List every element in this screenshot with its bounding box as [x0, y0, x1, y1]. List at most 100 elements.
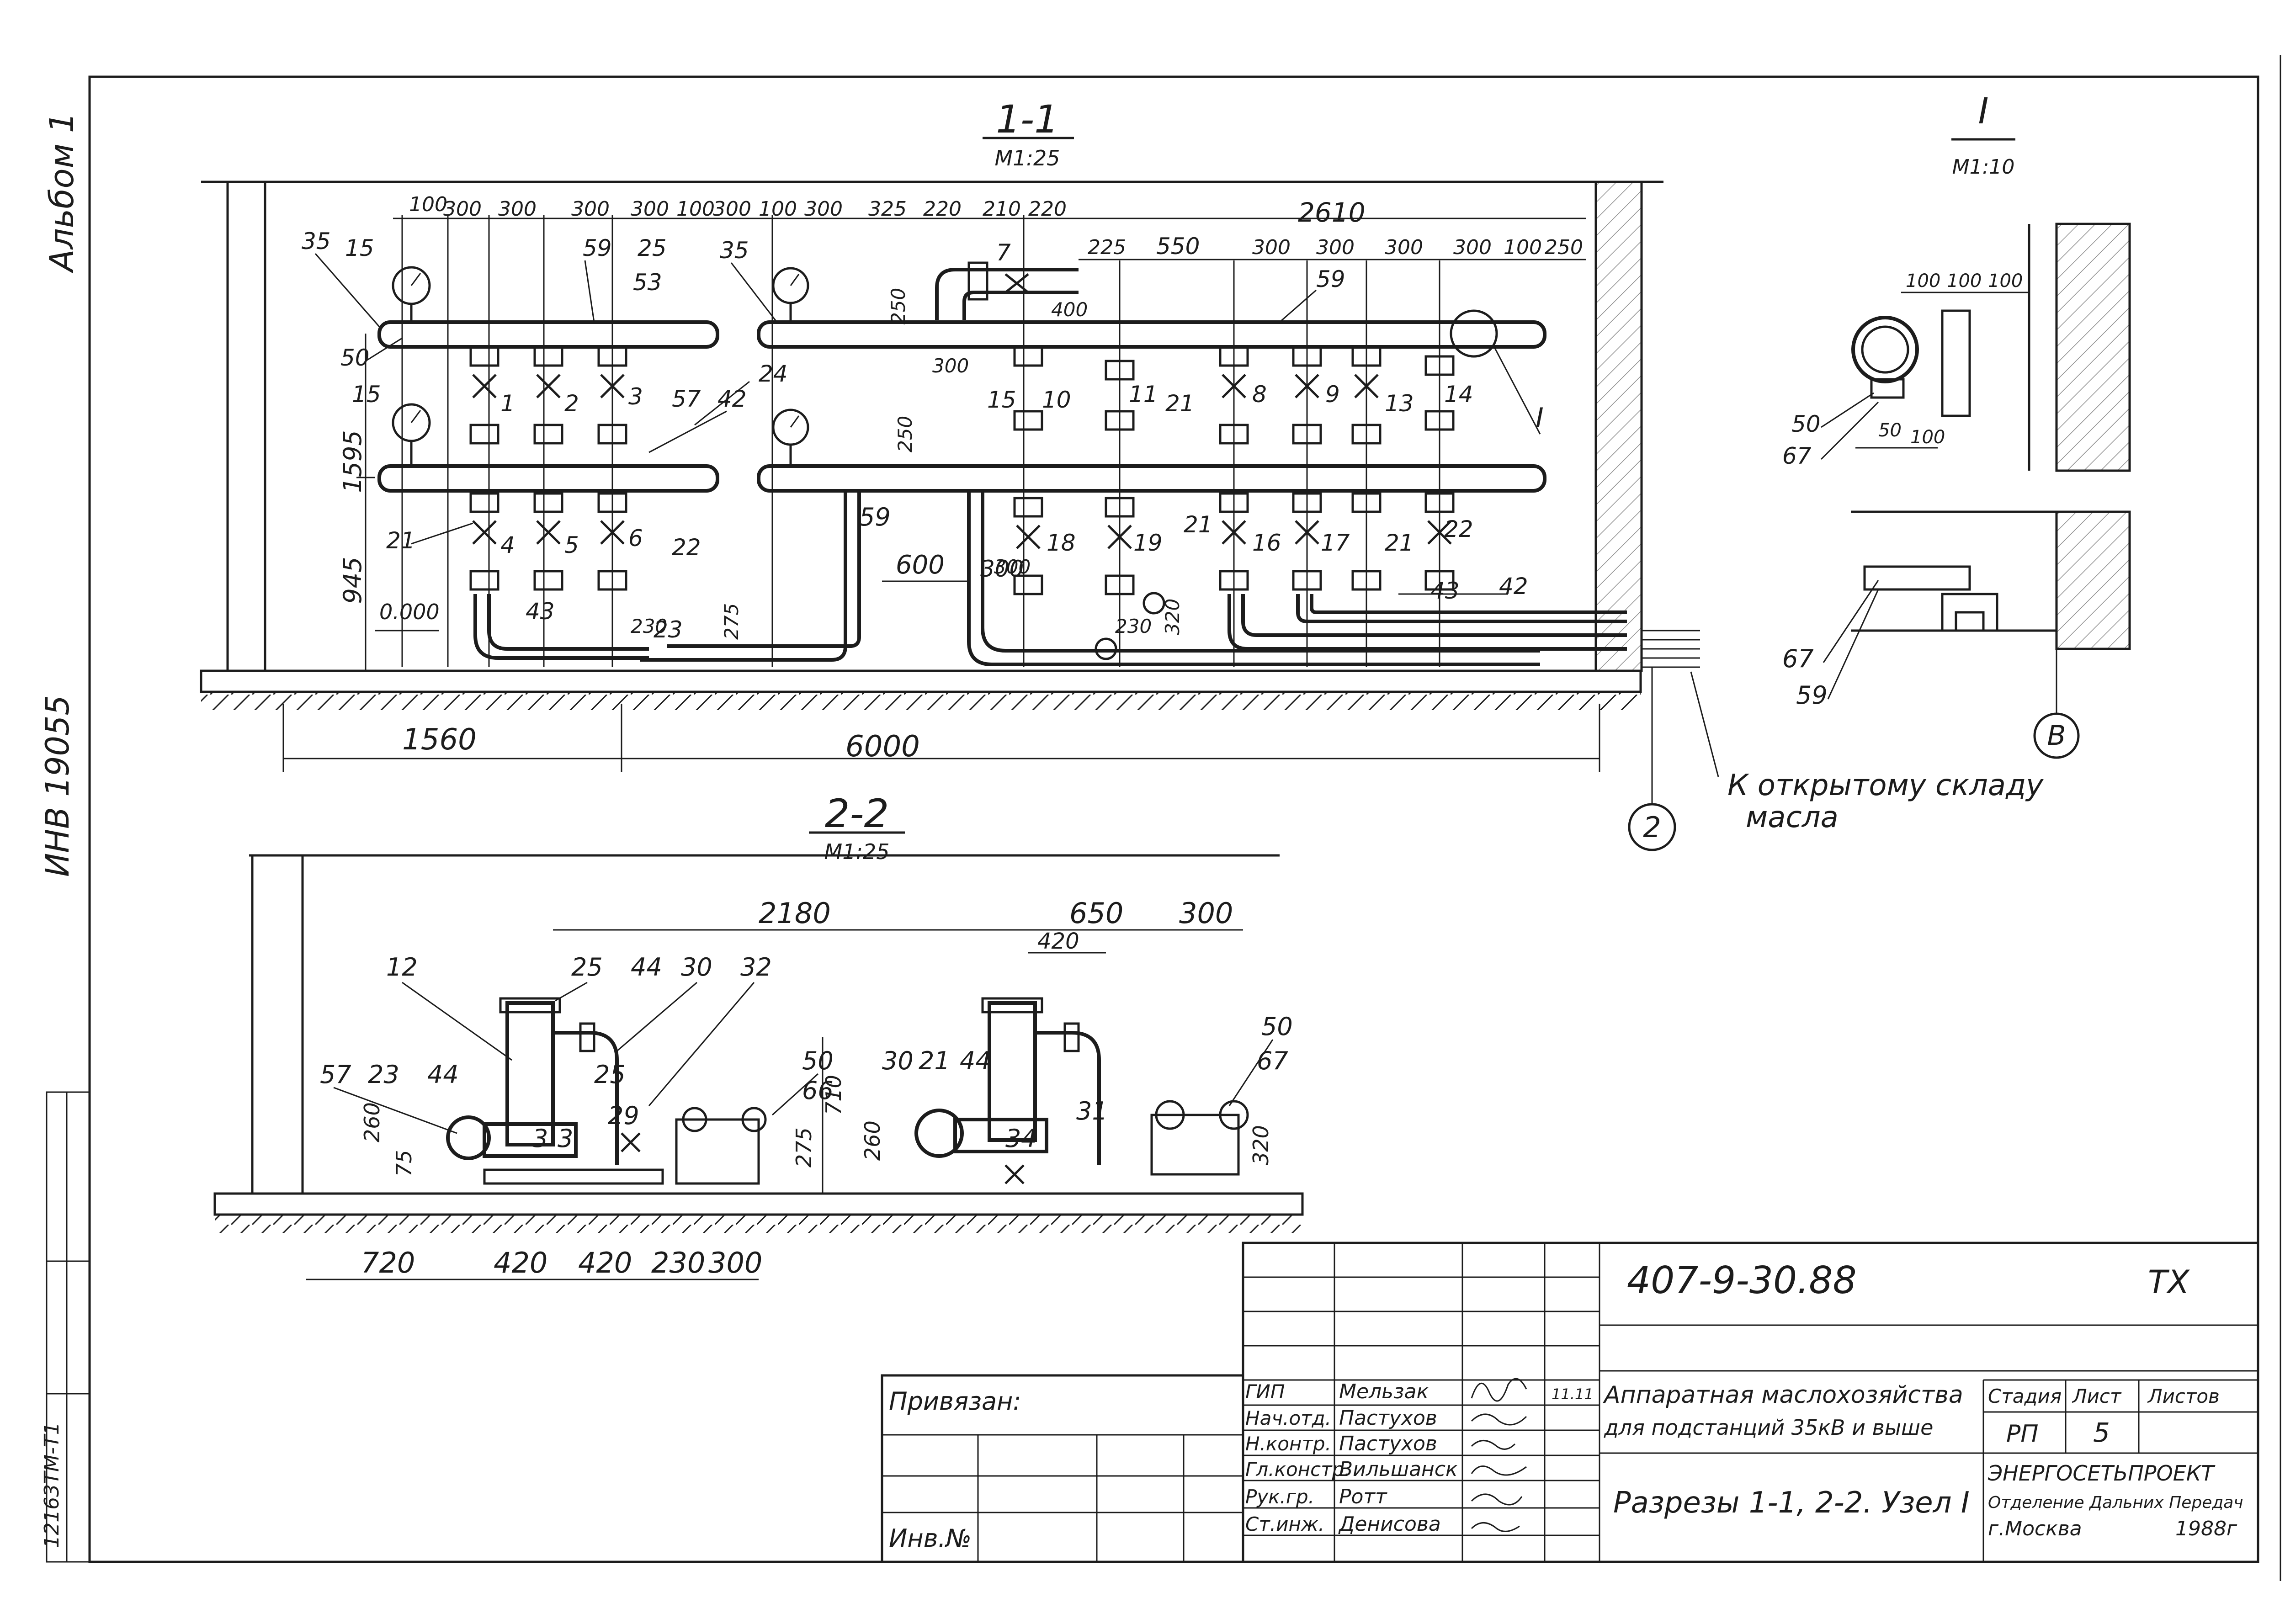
callout: 5	[564, 532, 579, 558]
bound-table-grid	[882, 1434, 1243, 1562]
callout: 15	[352, 381, 381, 408]
valve-flange	[533, 424, 563, 445]
flange	[579, 1022, 595, 1052]
dim: 300	[1179, 897, 1233, 930]
dim: 300	[443, 197, 482, 221]
callout: 25	[638, 235, 667, 261]
valve-flange	[469, 424, 500, 445]
note-line-2: масла	[1746, 801, 1839, 834]
callout: 35	[720, 237, 749, 264]
section-2-2-height-dims: 260 75 275 710 260 320	[360, 1075, 1273, 1177]
node-I: I М1:10 100 100 100 50 100 50 67 67 59	[1782, 91, 2131, 759]
name: Вильшанск	[1339, 1458, 1458, 1481]
lower-header-left	[377, 464, 719, 493]
name: Пастухов	[1339, 1432, 1437, 1455]
dim: 300	[708, 1246, 762, 1279]
name: Ротт	[1339, 1485, 1387, 1508]
callout: 15	[987, 387, 1016, 413]
dim: 100	[759, 197, 797, 221]
sheet-title: Разрезы 1-1, 2-2. Узел I	[1613, 1486, 1970, 1520]
pipe-section-circle	[1095, 637, 1117, 660]
callout: 17	[1321, 530, 1350, 556]
dim-945: 945	[338, 557, 367, 604]
pressure-gauge-icon	[392, 266, 431, 322]
stage-head: Стадия	[1988, 1385, 2062, 1407]
dim: 550	[1156, 233, 1200, 260]
ground-hatch-2	[215, 1215, 1302, 1233]
album-label: Альбом 1	[43, 112, 81, 273]
callout: 21	[386, 527, 415, 554]
dim: 100	[1988, 271, 2023, 292]
drain-pipes	[473, 491, 1627, 666]
callout: 22	[1444, 516, 1473, 542]
callout: 50	[340, 345, 370, 371]
callout: 25	[594, 1060, 626, 1089]
axis-B-label: В	[2047, 720, 2066, 752]
section-2-2-leaders	[333, 982, 1274, 1134]
valve-flange	[469, 346, 500, 367]
pump-motor-2	[914, 1109, 964, 1158]
valve-icon	[536, 374, 561, 398]
dim: 300	[994, 556, 1031, 578]
callout: 25	[571, 953, 603, 982]
dim: 210	[983, 197, 1021, 221]
dim: 325	[868, 197, 907, 221]
flange	[1063, 1022, 1080, 1052]
dim: 300	[571, 197, 610, 221]
dim: 260	[860, 1120, 885, 1161]
dim: 275	[792, 1127, 816, 1168]
left-wall-2	[251, 854, 304, 1195]
title-block: Привязан: Инв.№ 407-9-30.88 ТХ ГИП Нач.о…	[881, 1242, 2259, 1563]
inv-label: Инв.№	[889, 1524, 972, 1553]
valve-icon	[600, 520, 625, 545]
bound-table	[881, 1374, 1244, 1563]
strainer-2	[1150, 1114, 1240, 1176]
dim: 2610	[1298, 197, 1366, 228]
callout: 13	[1385, 390, 1414, 417]
sign-date: 11.11	[1552, 1385, 1594, 1403]
pipe-riser-2	[1035, 1031, 1101, 1165]
section-1-1-callouts: 35 15 50 15 21 53 59 25 57 42 24 35 7 59…	[302, 228, 1544, 643]
callout: 3	[558, 1124, 573, 1153]
node-I-title: I	[1978, 91, 1988, 132]
lower-valves	[469, 492, 1455, 595]
callout: 59	[583, 235, 612, 261]
callout: 53	[633, 269, 662, 296]
names-column: Мельзак Пастухов Пастухов Вильшанск Ротт…	[1338, 1380, 1458, 1536]
dim: 100	[676, 197, 715, 221]
pipe-riser	[553, 1031, 619, 1165]
dim: 100	[1906, 271, 1940, 292]
callout: 4	[500, 532, 515, 558]
node-wall-upper-hatch	[2056, 224, 2130, 471]
support-bar	[1863, 565, 1971, 591]
section-2-2-bottom-dims: 720 420 420 230 300	[361, 1246, 762, 1279]
callout: 43	[526, 598, 555, 625]
bypass-valve-icon	[1004, 273, 1029, 293]
valve-icon	[1222, 374, 1246, 398]
leader	[1827, 589, 1879, 700]
node-I-marker	[1450, 309, 1498, 358]
pump-motor	[446, 1115, 491, 1160]
callout: 12	[386, 953, 418, 982]
pump-body-2	[953, 1118, 1048, 1153]
strainer-circle	[1219, 1100, 1249, 1130]
section-1-1-title: 1-1	[996, 97, 1058, 142]
dim: 50	[1878, 420, 1902, 441]
callout: 50	[1261, 1012, 1293, 1041]
lower-header-right	[757, 464, 1546, 493]
dim: 100	[409, 193, 447, 216]
dim: 250	[894, 416, 916, 452]
pressure-gauge-icon	[772, 409, 809, 466]
dim: 220	[1028, 197, 1067, 221]
valve-icon	[1107, 525, 1132, 549]
node-I-leader	[1493, 347, 1541, 435]
callout: 8	[1252, 381, 1267, 408]
valve-icon	[536, 520, 561, 545]
callout: 3	[532, 1124, 548, 1153]
signatures	[1471, 1378, 1527, 1532]
filter-cap	[499, 997, 561, 1014]
dim: 300	[804, 197, 843, 221]
node-dims: 100 100 100 50 100	[1878, 271, 2023, 448]
valve-icon	[621, 1132, 641, 1152]
fitting-centerlines	[401, 215, 1440, 667]
